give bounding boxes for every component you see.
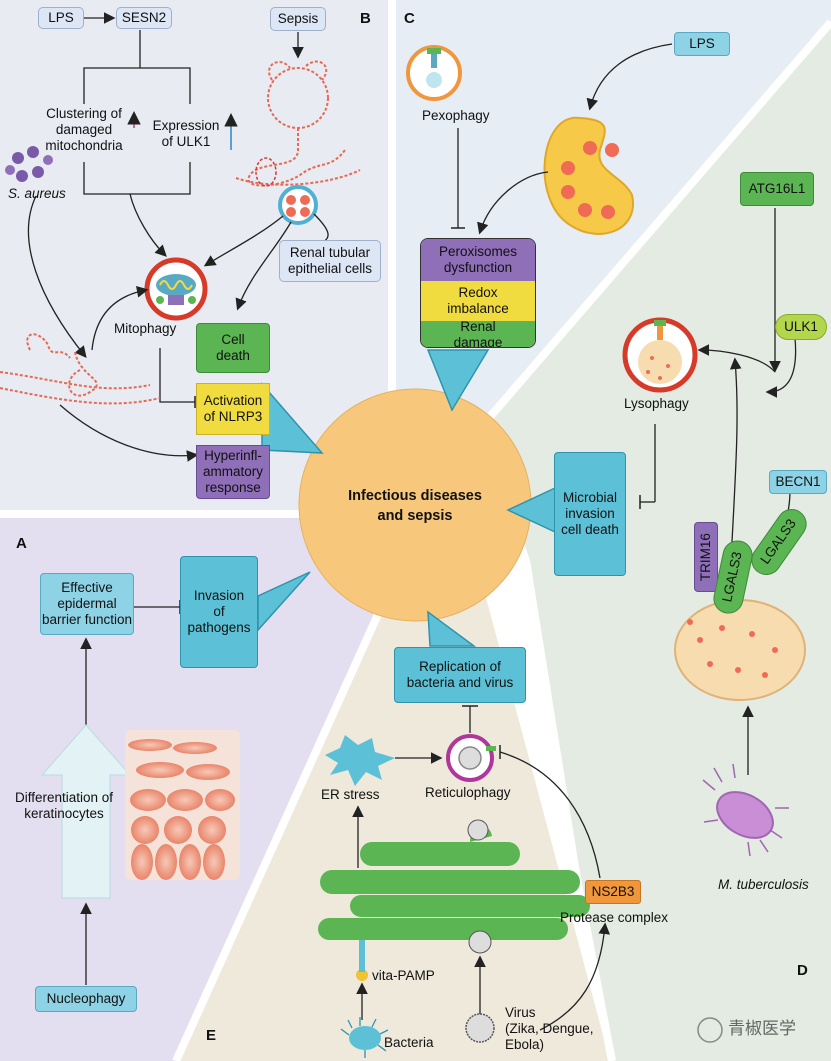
panel-label-e: E bbox=[206, 1027, 217, 1044]
lysosome-icon bbox=[622, 317, 698, 393]
center-title-line2: and sepsis bbox=[377, 507, 453, 524]
endoplasmic-reticulum-icon bbox=[318, 826, 590, 940]
clustering-label: Clustering of damaged mitochondria bbox=[45, 106, 123, 154]
nlrp3-activation-box: Activation of NLRP3 bbox=[196, 383, 270, 435]
expression-ulk1-label: Expression of ULK1 bbox=[152, 118, 220, 150]
peroxisomes-dysfunction-box: Peroxisomes dysfunction bbox=[421, 239, 535, 281]
mitophagy-label: Mitophagy bbox=[114, 321, 177, 336]
callout-pointer-a bbox=[257, 571, 311, 632]
microbial-invasion-box: Microbial invasion cell death bbox=[554, 452, 626, 576]
differentiation-label: Differentiation of keratinocytes bbox=[14, 790, 114, 822]
virus-icon bbox=[465, 1013, 495, 1043]
renal-tubular-cells-box: Renal tubular epithelial cells bbox=[279, 240, 381, 282]
s-aureus-label: S. aureus bbox=[8, 186, 66, 201]
cell-death-box: Cell death bbox=[196, 323, 270, 373]
atg16l1-box: ATG16L1 bbox=[740, 172, 814, 206]
ns2b3-box: NS2B3 bbox=[585, 880, 641, 904]
replication-box: Replication of bacteria and virus bbox=[394, 647, 526, 703]
lysophagy-label: Lysophagy bbox=[624, 396, 689, 411]
hyperinflammatory-box: Hyperinfl- ammatory response bbox=[196, 445, 270, 499]
pexophagy-label: Pexophagy bbox=[422, 108, 490, 123]
panel-label-c: C bbox=[404, 10, 415, 27]
er-vesicle-icon bbox=[467, 819, 489, 841]
callout-pointer-c bbox=[426, 349, 490, 412]
peroxisome-icon bbox=[406, 45, 462, 101]
trim16-box: TRIM16 bbox=[694, 522, 718, 592]
panel-label-b: B bbox=[360, 10, 371, 27]
vita-pamp-label: vita-PAMP bbox=[372, 968, 435, 983]
panel-label-d: D bbox=[797, 962, 808, 979]
bacteria-label: Bacteria bbox=[384, 1035, 434, 1050]
epidermal-barrier-box: Effective epidermal barrier function bbox=[40, 573, 134, 635]
sesn2-label: SESN2 bbox=[116, 7, 172, 29]
damaged-mitochondria-icon bbox=[0, 333, 161, 405]
panel-label-a: A bbox=[16, 535, 27, 552]
nephron-tubule-icon bbox=[235, 60, 361, 187]
er-stress-icon bbox=[325, 735, 395, 786]
lps-label-b: LPS bbox=[38, 7, 84, 29]
mitophagy-autophagosome-icon bbox=[144, 257, 208, 321]
callout-pointer-e bbox=[427, 610, 477, 647]
redox-imbalance-box: Redox imbalance bbox=[421, 281, 535, 321]
protease-complex-label: Protease complex bbox=[560, 910, 669, 925]
renal-damage-box: Renal damage bbox=[421, 319, 535, 347]
invasion-of-pathogens-box: Invasion of pathogens bbox=[180, 556, 258, 668]
m-tuberculosis-icon bbox=[702, 763, 789, 857]
er-stress-label: ER stress bbox=[321, 787, 380, 802]
watermark-label: 青椒医学 bbox=[728, 1019, 796, 1038]
virus-label: Virus (Zika, Dengue, Ebola) bbox=[505, 1005, 594, 1053]
nucleophagy-box: Nucleophagy bbox=[35, 986, 137, 1012]
renal-damage-stack: Peroxisomes dysfunction Redox imbalance … bbox=[420, 238, 536, 348]
reticulophagy-label: Reticulophagy bbox=[425, 785, 511, 800]
viral-particle-icon bbox=[468, 930, 492, 954]
bacteria-icon bbox=[340, 1017, 389, 1058]
keratinocyte-layers-icon bbox=[125, 730, 240, 880]
sepsis-label: Sepsis bbox=[270, 7, 326, 31]
m-tuberculosis-label: M. tuberculosis bbox=[718, 877, 809, 892]
center-title: Infectious diseases and sepsis bbox=[325, 487, 505, 526]
becn1-box: BECN1 bbox=[769, 470, 827, 494]
lps-label-c: LPS bbox=[674, 32, 730, 56]
ulk1-box: ULK1 bbox=[775, 314, 827, 340]
center-title-line1: Infectious diseases bbox=[348, 488, 482, 504]
reticulophagy-vesicle-icon bbox=[446, 734, 496, 782]
renal-tubular-cross-section-icon bbox=[278, 185, 318, 225]
damaged-lysosome-icon bbox=[674, 599, 806, 701]
kidney-icon bbox=[543, 116, 635, 235]
s-aureus-icon bbox=[5, 146, 53, 182]
